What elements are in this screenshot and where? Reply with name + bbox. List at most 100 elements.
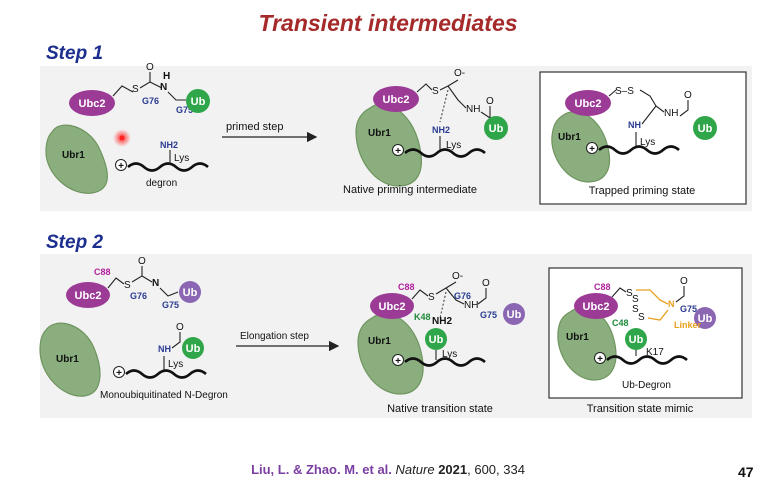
lys-label: Lys (640, 137, 655, 148)
ubr1-protein (551, 111, 611, 183)
bond-line (112, 85, 134, 97)
ub-mid-label: Ub (629, 334, 644, 346)
oxygen-label: O (146, 62, 154, 73)
disulfide-label: S–S (615, 86, 634, 97)
degron-chain (127, 162, 209, 172)
oxygen-label: O (486, 96, 494, 107)
bond-line (439, 89, 449, 123)
k48-label: K48 (414, 312, 431, 322)
sulfur-bottom-label: S (632, 304, 639, 315)
step2-heading: Step 2 (46, 232, 104, 253)
ubc2-enzyme (574, 293, 618, 319)
bond-line (639, 89, 665, 113)
ub-protein-top (503, 303, 525, 325)
nh-label: NH (466, 104, 480, 115)
positive-charge-icon (392, 144, 404, 156)
step2-right-scheme: Ubr1 Ubc2 C88 S N O G75 Ub Linker S S S … (557, 276, 716, 415)
nh-label: NH (664, 108, 678, 119)
bond-line (611, 287, 627, 298)
citation: Liu, L. & Zhao. M. et al. Nature 2021, 6… (0, 462, 776, 477)
bond-line (149, 81, 163, 89)
positive-charge-icon (594, 352, 606, 364)
native-transition-caption: Native transition state (387, 403, 493, 415)
ubr1-label: Ubr1 (368, 128, 391, 139)
diagram-element: + (118, 161, 124, 172)
slide-title: Transient intermediates (258, 10, 518, 36)
bond-line (608, 89, 617, 97)
ub-protein-mid (625, 328, 647, 350)
lys-label: Lys (442, 349, 457, 360)
ub-protein-bottom (182, 337, 204, 359)
ubr1-protein (45, 124, 108, 194)
degron-label: degron (146, 178, 177, 189)
ubc2-label: Ubc2 (379, 301, 406, 313)
ubc2-label: Ubc2 (583, 301, 610, 313)
ubr1-label: Ubr1 (368, 336, 391, 347)
citation-year: 2021 (438, 462, 468, 477)
step2-arrow-label: Elongation step (240, 331, 309, 342)
ubr1-label: Ubr1 (566, 332, 589, 343)
ubc2-label: Ubc2 (383, 94, 410, 106)
nitrogen-label: N (160, 82, 167, 93)
bond-line (675, 286, 685, 303)
bond-line (139, 72, 151, 89)
sulfur-linker-label: S (638, 312, 645, 323)
degron-chain (404, 357, 486, 367)
ub-label: Ub (698, 123, 713, 135)
ubc2-enzyme (373, 86, 419, 112)
ubc2-label: Ubc2 (575, 98, 602, 110)
sulfur-label: S (626, 288, 633, 299)
bond-line (641, 105, 657, 125)
ub-label: Ub (191, 96, 206, 108)
ubr1-label: Ubr1 (56, 354, 79, 365)
g76-label: G76 (130, 291, 147, 301)
lys-label: Lys (174, 153, 189, 164)
ub-top-label: Ub (507, 309, 522, 321)
ub-top-label: Ub (698, 313, 713, 325)
positive-charge-icon (392, 354, 404, 366)
step1-left-scheme: Ubc2 S O N H G76 G75 Ub Ubr1 + NH2 Lys d… (45, 62, 210, 194)
sulfur-label: S (124, 280, 131, 291)
positive-charge-icon (586, 142, 598, 154)
ub-protein (484, 116, 508, 140)
ubc2-enzyme (565, 90, 611, 116)
ubr1-protein (39, 322, 101, 397)
trapped-priming-caption: Trapped priming state (589, 185, 696, 197)
g76-label: G76 (142, 96, 159, 106)
bond-line (679, 100, 689, 117)
oxyanion-label: O- (454, 68, 465, 79)
diagram-element (119, 135, 125, 141)
bond-line (439, 79, 459, 91)
ubr1-protein (355, 103, 422, 187)
bond-line (445, 287, 465, 305)
monoubiquitinated-caption: Monoubiquitinated N-Degron (100, 390, 228, 401)
step1-middle-scheme: Ubr1 Ubc2 S O- NH O Ub NH2 + Lys Native … (343, 68, 508, 196)
degron-chain (606, 355, 688, 365)
g76-label: G76 (454, 291, 471, 301)
oxygen-label: O (138, 256, 146, 267)
diagram-element: + (116, 368, 122, 379)
ub-label: Ub (489, 123, 504, 135)
native-priming-caption: Native priming intermediate (343, 184, 477, 196)
degron-chain (125, 369, 207, 379)
bond-line (439, 291, 447, 319)
nh2-label: NH2 (160, 140, 178, 150)
transition-mimic-caption: Transition state mimic (587, 403, 694, 415)
ub-degron-label: Ub-Degron (622, 380, 671, 391)
positive-charge-icon (115, 159, 127, 171)
ubr1-label: Ubr1 (558, 132, 581, 143)
bond-line (167, 91, 186, 101)
lys-label: Lys (446, 140, 461, 151)
sulfur-label: S (432, 86, 439, 97)
ub-mid-label: Ub (429, 334, 444, 346)
c88-label: C88 (94, 267, 111, 277)
oxyanion-label: O- (452, 271, 463, 282)
bond-line (131, 266, 143, 283)
ub-protein-top (694, 307, 716, 329)
nh-label: NH (464, 300, 478, 311)
diagram-element: + (597, 354, 603, 365)
oxygen-label: O (684, 90, 692, 101)
ubr1-protein (357, 313, 424, 395)
oxygen-label: O (482, 278, 490, 289)
